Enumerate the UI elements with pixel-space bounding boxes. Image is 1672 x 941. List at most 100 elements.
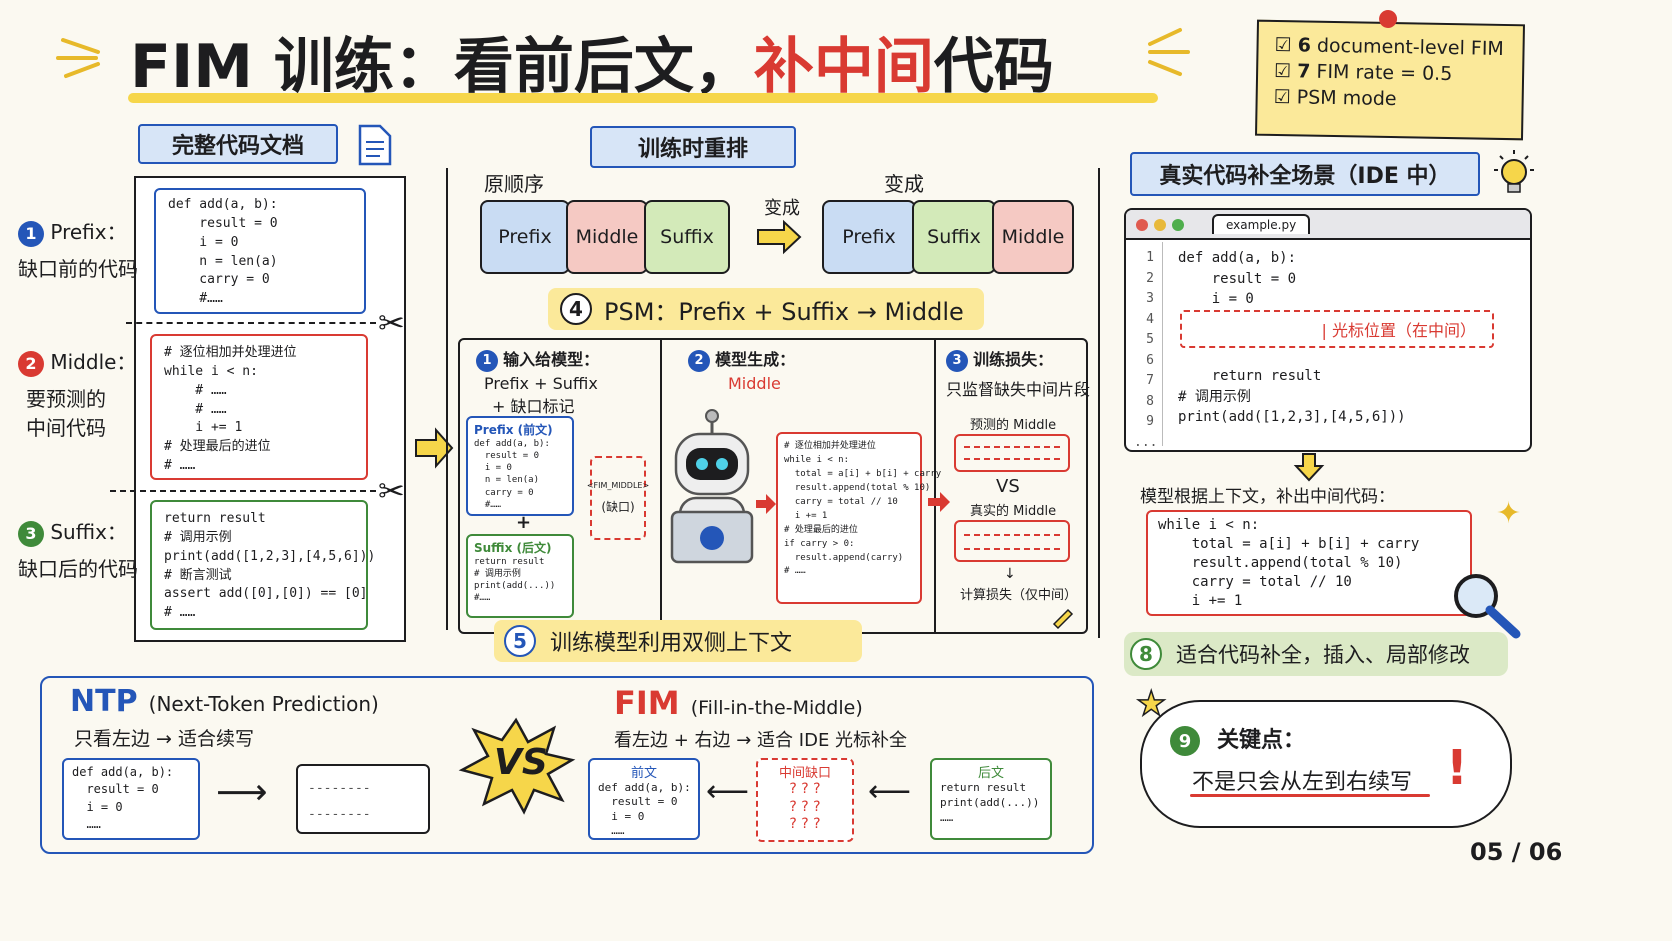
- title-spark-left: [56, 30, 108, 84]
- ide-down-arrow: [1293, 452, 1325, 486]
- ide-tab[interactable]: example.py: [1212, 214, 1311, 234]
- cursor-gap-box[interactable]: | 光标位置（在中间）: [1180, 310, 1494, 348]
- left-to-center-arrow: [414, 427, 454, 472]
- banner-5: 5 训练模型利用双侧上下文: [494, 620, 862, 662]
- suffix-input-box: Suffix (后文) return result # 调用示例 print(a…: [466, 534, 574, 618]
- panel-divider-2: [934, 340, 936, 632]
- ntp-output-box: -------- --------: [296, 764, 430, 834]
- suffix-code: return result # 调用示例 print(add([1,2,3],[…: [164, 511, 376, 621]
- ide-code-bottom: return result # 调用示例 print(add([1,2,3],[…: [1178, 368, 1406, 425]
- title-prefix: FIM 训练：看前后文，: [130, 32, 754, 102]
- becomes-arrow: [756, 219, 802, 258]
- ide-titlebar: example.py: [1126, 210, 1530, 240]
- page-title: FIM 训练：看前后文，补中间代码: [130, 18, 1054, 105]
- fim-desc: 看左边 + 右边 → 适合 IDE 光标补全: [614, 730, 908, 751]
- ntp-heading: NTP (Next-Token Prediction): [70, 684, 379, 719]
- prefix-code-box: def add(a, b): result = 0 i = 0 n = len(…: [154, 188, 366, 314]
- ide-code-top: def add(a, b): result = 0 i = 0: [1178, 250, 1297, 307]
- ntp-title: NTP: [70, 684, 138, 719]
- generated-middle-box: # 逐位相加并处理进位 while i < n: total = a[i] + …: [776, 432, 941, 604]
- puzzle-suffix-reordered: Suffix: [912, 200, 996, 274]
- psm-banner: 4 PSM：Prefix + Suffix → Middle: [548, 288, 984, 330]
- title-suffix: 代码: [933, 32, 1054, 102]
- line-numbers: 1 2 3 4 5 6 7 8 9 ...: [1134, 250, 1158, 450]
- loss-down-arrow: ↓: [1004, 566, 1016, 582]
- vs-small: VS: [996, 476, 1020, 497]
- sticky-pin-icon: [1378, 9, 1398, 29]
- predicted-middle-box: [954, 434, 1070, 472]
- sticky-item: ☑ PSM mode: [1273, 85, 1397, 111]
- ribbon-reorder: 训练时重排: [590, 126, 796, 168]
- panel-divider-1: [660, 340, 662, 632]
- key-point-text: 不是只会从左到右续写: [1192, 770, 1413, 795]
- becomes-arrow-label: 变成: [764, 198, 800, 219]
- pencil-icon: [1050, 604, 1074, 632]
- close-dot-icon[interactable]: [1136, 219, 1148, 231]
- puzzle-middle-reordered: Middle: [992, 200, 1074, 274]
- magnifier-icon: [1448, 568, 1524, 648]
- step3-header: 3 训练损失： 只监督缺失中间片段: [946, 349, 1091, 399]
- document-icon: [356, 122, 392, 172]
- robot-icon: [662, 408, 772, 582]
- predicted-middle-label: 预测的 Middle: [970, 418, 1057, 433]
- fim-right-arrow: ⟵: [868, 774, 912, 809]
- fill-caption: 模型根据上下文，补出中间代码：: [1140, 487, 1395, 507]
- front-text-box: 前文 def add(a, b): result = 0 i = 0 ……: [588, 758, 700, 840]
- key-point-cloud: [1140, 700, 1512, 828]
- exclamation-mark: !: [1446, 740, 1468, 796]
- puzzle-suffix: Suffix: [644, 200, 730, 274]
- prefix-label: 1 Prefix： 缺口前的代码: [18, 220, 138, 281]
- robot-arrow: [754, 492, 778, 520]
- sticky-item: ☑ 7 FIM rate = 0.5: [1273, 59, 1453, 86]
- becomes-label: 变成: [884, 172, 924, 196]
- fim-heading: FIM (Fill-in-the-Middle): [614, 684, 863, 722]
- maximize-dot-icon[interactable]: [1172, 219, 1184, 231]
- plus-sign: +: [516, 512, 532, 533]
- badge-2: 2: [18, 350, 44, 377]
- ide-window: example.py 1 2 3 4 5 6 7 8 9 ... def add…: [1124, 208, 1532, 452]
- prefix-code: def add(a, b): result = 0 i = 0 n = len(…: [168, 197, 278, 307]
- vs-label: VS: [494, 742, 548, 783]
- middle-label: 2 Middle： 要预测的 中间代码: [18, 346, 136, 441]
- fim-title: FIM: [614, 684, 680, 722]
- loss-arrow: [926, 490, 952, 518]
- fim-middle-token-box: <FIM_MIDDLE> (缺口): [587, 456, 649, 540]
- key-point-title: 9 关键点：: [1170, 722, 1305, 756]
- loss-label: 计算损失（仅中间）: [960, 588, 1078, 603]
- fim-full: (Fill-in-the-Middle): [690, 697, 863, 719]
- badge-1: 1: [18, 220, 44, 247]
- middle-gap-box: 中间缺口 ? ? ? ? ? ? ? ? ?: [756, 758, 854, 842]
- puzzle-prefix-reordered: Prefix: [822, 200, 916, 274]
- divider-right: [1098, 168, 1100, 638]
- suffix-code-box: return result # 调用示例 print(add([1,2,3],[…: [150, 500, 376, 630]
- original-order-label: 原顺序: [484, 172, 544, 196]
- scissors-icon: ✂: [378, 472, 405, 510]
- title-spark-right: [1140, 22, 1190, 86]
- ntp-full: (Next-Token Prediction): [148, 692, 379, 716]
- middle-code-box: # 逐位相加并处理进位 while i < n: # …… # …… i += …: [150, 334, 368, 480]
- step1-header: 1 输入给模型： Prefix + Suffix + 缺口标记: [476, 346, 599, 417]
- suffix-label: 3 Suffix： 缺口后的代码: [18, 520, 138, 581]
- line-gutter: [1162, 242, 1163, 446]
- prefix-input-box: Prefix (前文) def add(a, b): result = 0 i …: [466, 416, 574, 516]
- puzzle-middle: Middle: [566, 200, 648, 274]
- fill-code-box: while i < n: total = a[i] + b[i] + carry…: [1146, 510, 1472, 616]
- vs-burst: [458, 717, 576, 818]
- minimize-dot-icon[interactable]: [1154, 219, 1166, 231]
- ntp-code-box: def add(a, b): result = 0 i = 0 ……: [62, 758, 200, 840]
- badge-3: 3: [18, 520, 44, 547]
- ribbon-full-document: 完整代码文档: [138, 124, 338, 164]
- step2-header: 2 模型生成： Middle: [688, 346, 795, 393]
- cut-line-2: [110, 490, 376, 492]
- back-text-box: 后文 return result print(add(...)) ……: [930, 758, 1052, 840]
- lightbulb-icon: [1492, 150, 1536, 206]
- ribbon-ide-scenario: 真实代码补全场景（IDE 中）: [1130, 152, 1480, 196]
- sticky-item: ☑ 6 document-level FIM: [1274, 33, 1505, 60]
- cut-line-1: [126, 322, 376, 324]
- scissors-icon: ✂: [378, 304, 405, 342]
- title-underline: [128, 93, 1158, 103]
- sparkle-icon: ✦: [1496, 496, 1522, 531]
- actual-middle-box: [954, 520, 1070, 562]
- middle-code: # 逐位相加并处理进位 while i < n: # …… # …… i += …: [164, 345, 297, 474]
- puzzle-prefix: Prefix: [480, 200, 570, 274]
